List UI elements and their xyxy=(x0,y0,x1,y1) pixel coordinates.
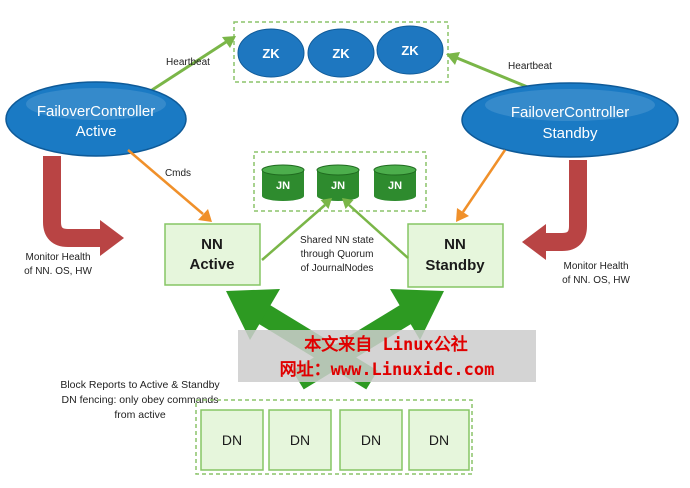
block-reports-line3: from active xyxy=(114,409,166,421)
cmds-arrow-left-head xyxy=(198,209,212,222)
block-reports-line2: DN fencing: only obey commands xyxy=(62,394,219,406)
data-node-4-label: DN xyxy=(429,432,449,448)
zk-node-1 xyxy=(237,28,305,78)
failover-controller-standby-highlight xyxy=(485,89,655,121)
journal-node-2-top xyxy=(316,164,360,176)
cmds-arrow-left-shaft xyxy=(127,149,204,215)
journal-node-3-top xyxy=(373,164,417,176)
failover-controller-active-shape xyxy=(5,81,187,157)
monitor-arrow-left-head xyxy=(100,220,124,256)
monitor-health-left-line2: of NN. OS, HW xyxy=(24,266,92,277)
data-nodes-group: DN DN DN DN xyxy=(195,399,473,475)
shared-state-link-standby xyxy=(342,198,409,259)
journal-nodes-group: JN JN JN xyxy=(253,151,427,212)
heartbeat-arrow-right-shaft xyxy=(456,56,531,90)
shared-state-link-active-head xyxy=(320,198,332,209)
namenode-standby: NN Standby xyxy=(407,223,504,288)
namenode-active-title: NN xyxy=(201,236,223,253)
heartbeat-arrow-right-head xyxy=(446,52,460,65)
shared-state-line3: of JournalNodes xyxy=(301,263,374,274)
heartbeat-arrow-left-shaft xyxy=(151,40,227,92)
block-report-arrow-standby-head xyxy=(390,289,444,340)
shared-state-line1: Shared NN state xyxy=(300,235,374,246)
failover-controller-active-role: Active xyxy=(76,123,117,140)
shared-state-link-active-shaft xyxy=(261,204,326,261)
data-node-3-box xyxy=(339,409,403,471)
data-node-1-box xyxy=(200,409,264,471)
data-node-4-box xyxy=(408,409,470,471)
data-node-3-label: DN xyxy=(361,432,381,448)
shared-state-link-active xyxy=(261,198,332,261)
journal-node-3-body xyxy=(374,170,416,201)
failover-controller-standby: FailoverController Standby xyxy=(461,82,679,158)
zk-node-1-label: ZK xyxy=(262,46,280,61)
monitor-health-right-line2: of NN. OS, HW xyxy=(562,275,630,286)
failover-controller-active-highlight xyxy=(26,88,166,120)
zk-node-3-label: ZK xyxy=(401,43,419,58)
namenode-active-role: Active xyxy=(189,256,234,273)
heartbeat-arrow-right xyxy=(446,52,531,90)
failover-controller-standby-role: Standby xyxy=(542,125,598,142)
zk-node-2-label: ZK xyxy=(332,46,350,61)
cmds-arrow-right-head xyxy=(456,208,469,222)
namenode-active: NN Active xyxy=(164,223,261,286)
monitor-health-right-line1: Monitor Health xyxy=(563,261,628,272)
shared-state-link-standby-shaft xyxy=(348,204,409,259)
namenode-standby-box xyxy=(407,223,504,288)
block-reports-line1: Block Reports to Active & Standby xyxy=(60,379,220,391)
journal-nodes-dashed-box xyxy=(253,151,427,212)
namenode-active-box xyxy=(164,223,261,286)
namenode-standby-role: Standby xyxy=(425,257,485,274)
cmds-arrow-left xyxy=(127,149,212,222)
heartbeat-arrow-left xyxy=(151,36,236,92)
monitor-arrow-right-head xyxy=(522,224,546,260)
heartbeat-arrow-left-head xyxy=(222,36,236,48)
monitor-health-left-line1: Monitor Health xyxy=(25,252,90,263)
heartbeat-label-right: Heartbeat xyxy=(508,61,552,72)
watermark: 本文来自 Linux公社 网址：www.Linuxidc.com xyxy=(238,330,536,382)
shared-state-line2: through Quorum xyxy=(301,249,374,260)
journal-node-1-top xyxy=(261,164,305,176)
monitor-arrow-left xyxy=(43,156,124,256)
journal-node-2-body xyxy=(317,170,359,201)
namenode-standby-title: NN xyxy=(444,236,466,253)
monitor-arrow-left-shaft xyxy=(43,156,101,247)
journal-node-1-body xyxy=(262,170,304,201)
data-node-2-box xyxy=(268,409,332,471)
data-node-2-label: DN xyxy=(290,432,310,448)
failover-controller-active: FailoverController Active xyxy=(5,81,187,157)
zookeeper-group: ZK ZK ZK xyxy=(233,21,449,83)
watermark-background xyxy=(238,330,536,382)
heartbeat-label-left: Heartbeat xyxy=(166,57,210,68)
watermark-line2: 网址：www.Linuxidc.com xyxy=(280,360,495,380)
block-report-arrow-active-head xyxy=(226,289,280,340)
shared-state-link-standby-head xyxy=(342,198,354,209)
cmds-arrow-right xyxy=(456,149,507,222)
failover-controller-standby-shape xyxy=(461,82,679,158)
zk-node-2 xyxy=(307,28,375,78)
journal-node-1-label: JN xyxy=(276,180,290,192)
watermark-line1: 本文来自 Linux公社 xyxy=(304,334,467,355)
zookeeper-dashed-box xyxy=(233,21,449,83)
monitor-arrow-right xyxy=(522,160,587,260)
monitor-arrow-right-shaft xyxy=(545,160,587,251)
data-node-1-label: DN xyxy=(222,432,242,448)
cmds-arrow-right-shaft xyxy=(461,149,507,213)
failover-controller-standby-title: FailoverController xyxy=(511,104,629,121)
cmds-label: Cmds xyxy=(165,168,191,179)
zk-node-3 xyxy=(376,25,444,75)
journal-node-2-label: JN xyxy=(331,180,345,192)
journal-node-3-label: JN xyxy=(388,180,402,192)
failover-controller-active-title: FailoverController xyxy=(37,103,155,120)
